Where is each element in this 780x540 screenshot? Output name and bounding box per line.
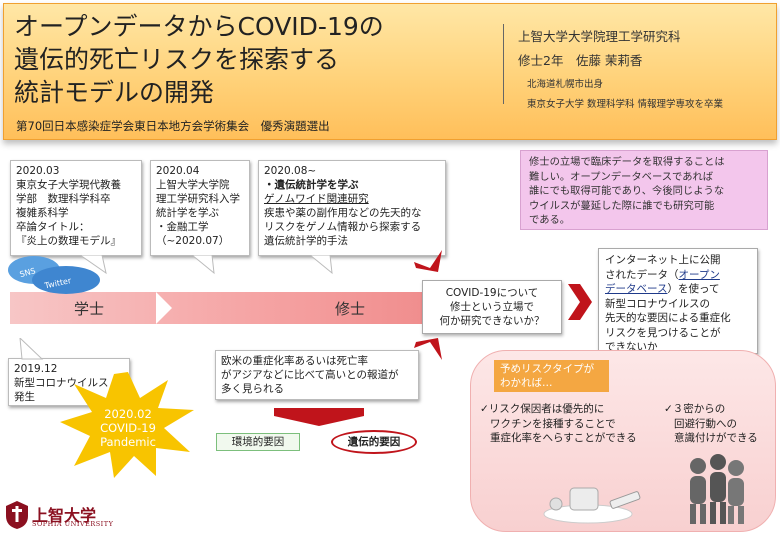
info-text: リスクを見つけることが [605, 326, 721, 339]
arrow-up-right-icon [414, 338, 442, 360]
bachelor-label: 学士 [74, 300, 105, 318]
info-text: 先天的な要因による重症化 [605, 312, 731, 324]
event-2020-03: 2020.03 東京女子大学現代教養 学部 数理科学科卒 複雑系科学 卒論タイト… [10, 160, 142, 256]
event-2020-08: 2020.08~ ・遺伝統計学を学ぶ ゲノムワイド関連研究 疾患や薬の副作用など… [258, 160, 446, 256]
note-text: ウイルスが蔓延した際に誰でも研究可能 [529, 199, 715, 212]
open-data-info-box: インターネット上に公開 されたデータ（オープン データベース）を使って 新型コロ… [598, 248, 758, 354]
affiliation: 上智大学大学院理工学研究科 [518, 29, 681, 44]
note-text: 誰にでも取得可能であり、今後同じような [529, 185, 725, 197]
event-text: 学部 数理科学科卒 [16, 193, 111, 205]
note-text: 欧米の重症化率あるいは死亡率 [221, 355, 368, 367]
header-banner [3, 3, 777, 140]
event-2020-04: 2020.04 上智大学大学院 理工学研究科入学 統計学を学ぶ ・金融工学 （~… [150, 160, 250, 256]
tag-text: わかれば… [500, 377, 553, 389]
pandemic-label: Pandemic [100, 435, 156, 449]
info-text: ）を使って [667, 283, 720, 295]
education: 東京女子大学 数理科学科 情報理学専攻を卒業 [527, 99, 724, 110]
callout-tail [192, 255, 215, 275]
pandemic-burst [60, 372, 194, 478]
callout-tail [19, 338, 44, 360]
info-text: 新型コロナウイルスの [605, 297, 710, 310]
poster-subtitle: 第70回日本感染症学会東日本地方会学術集会 優秀演題選出 [16, 119, 330, 133]
chevron-right-icon [568, 284, 592, 320]
open-database-link-text: オープン [678, 268, 720, 281]
note-text: がアジアなどに比べて高いとの報道が [221, 369, 399, 381]
tag-text: 予めリスクタイプが [500, 363, 595, 375]
risk-type-tag: 予めリスクタイプが わかれば… [494, 360, 609, 392]
event-text: 統計学を学ぶ [156, 207, 219, 219]
sns-label: SNS [19, 266, 37, 279]
event-text: 理工学研究科入学 [156, 193, 240, 205]
poster-title: オープンデータからCOVID-19の 遺伝的死亡リスクを探索する 統計モデルの開… [14, 10, 384, 109]
pandemic-date: 2020.02 [104, 407, 152, 421]
master-label: 修士 [335, 300, 366, 318]
people-group-icon [690, 454, 744, 524]
benefit-text: ✓リスク保因者は優先的に [480, 403, 605, 415]
origin: 北海道札幌市出身 [527, 79, 604, 90]
event-text: 発生 [14, 391, 35, 403]
benefit-text: 意識付けができる [674, 432, 758, 444]
university-english-name: SOPHIA UNIVERSITY [32, 520, 114, 528]
severity-note: 欧米の重症化率あるいは死亡率 がアジアなどに比べて高いとの報道が 多く見られる [215, 350, 419, 400]
event-text: 東京女子大学現代教養 [16, 179, 121, 191]
chevron-down-icon [274, 408, 364, 426]
vaccine-benefit: ✓リスク保因者は優先的に ワクチンを接種することで 重症化率をへらすことができる [480, 402, 637, 446]
event-date: 2019.12 [14, 363, 58, 375]
callout-tail [80, 255, 107, 275]
covid-question-box: COVID-19について 修士という立場で 何か研究できないか？ [422, 280, 562, 334]
event-text: 遺伝統計学的手法 [264, 235, 348, 247]
event-date: 2020.03 [16, 165, 60, 177]
timeline-separator [156, 292, 172, 324]
info-text: インターネット上に公開 [605, 254, 721, 266]
arrow-down-right-icon [414, 250, 442, 272]
pink-note: 修士の立場で臨床データを取得することは 難しい。オープンデータベースであれば 誰… [520, 150, 768, 230]
question-text: 何か研究できないか？ [439, 315, 545, 327]
benefit-text: 回避行動への [674, 417, 737, 430]
event-text: 卒論タイトル： [16, 221, 90, 233]
pandemic-text: 2020.02 COVID-19 Pandemic [88, 407, 168, 449]
genetic-factor-tag: 遺伝的要因 [331, 430, 417, 454]
timeline-bar [10, 292, 430, 324]
benefit-text: 重症化率をへらすことができる [490, 432, 637, 444]
note-text: である。 [529, 214, 571, 226]
title-line-3: 統計モデルの開発 [14, 78, 215, 107]
note-text: 難しい。オープンデータベースであれば [529, 170, 714, 183]
header-divider [503, 24, 504, 104]
event-text: 新型コロナウイルス [14, 377, 109, 389]
sophia-logo-emblem-icon [6, 501, 28, 529]
title-line-1: オープンデータからCOVID-19の [14, 12, 384, 41]
callout-tail [310, 255, 333, 275]
twitter-bubble: Twitter [32, 266, 100, 294]
event-date: 2020.04 [156, 165, 200, 177]
avoidance-benefit: ✓３密からの 回避行動への 意識付けができる [664, 402, 758, 446]
vaccine-illustration-icon [543, 487, 641, 524]
event-date: 2020.08~ [264, 165, 317, 177]
event-text: 上智大学大学院 [156, 179, 230, 191]
event-text: ・遺伝統計学を学ぶ [264, 179, 359, 191]
event-link-text: ゲノムワイド関連研究 [264, 193, 369, 205]
event-text: ・金融工学 [156, 221, 209, 233]
event-text: 『炎上の数理モデル』 [16, 235, 121, 247]
event-text: リスクをゲノム情報から探索する [264, 221, 422, 233]
note-text: 修士の立場で臨床データを取得することは [529, 156, 725, 168]
university-name: 上智大学 [32, 506, 97, 525]
note-text: 多く見られる [221, 383, 284, 395]
title-line-2: 遺伝的死亡リスクを探索する [14, 45, 340, 74]
benefit-text: ✓３密からの [664, 403, 726, 415]
event-text: 疾患や薬の副作用などの先天的な [264, 207, 422, 219]
question-text: 修士という立場で [450, 301, 534, 313]
info-text: されたデータ（ [605, 268, 679, 281]
open-database-link-text: データベース [605, 283, 668, 295]
environmental-factor-tag: 環境的要因 [216, 433, 300, 451]
author: 修士2年 佐藤 茉莉香 [518, 53, 643, 68]
event-text: （~2020.07） [156, 235, 230, 247]
question-text: COVID-19について [445, 287, 539, 299]
benefit-text: ワクチンを接種することで [490, 417, 616, 430]
event-text: 複雑系科学 [16, 207, 69, 219]
pandemic-name: COVID-19 [100, 421, 156, 435]
